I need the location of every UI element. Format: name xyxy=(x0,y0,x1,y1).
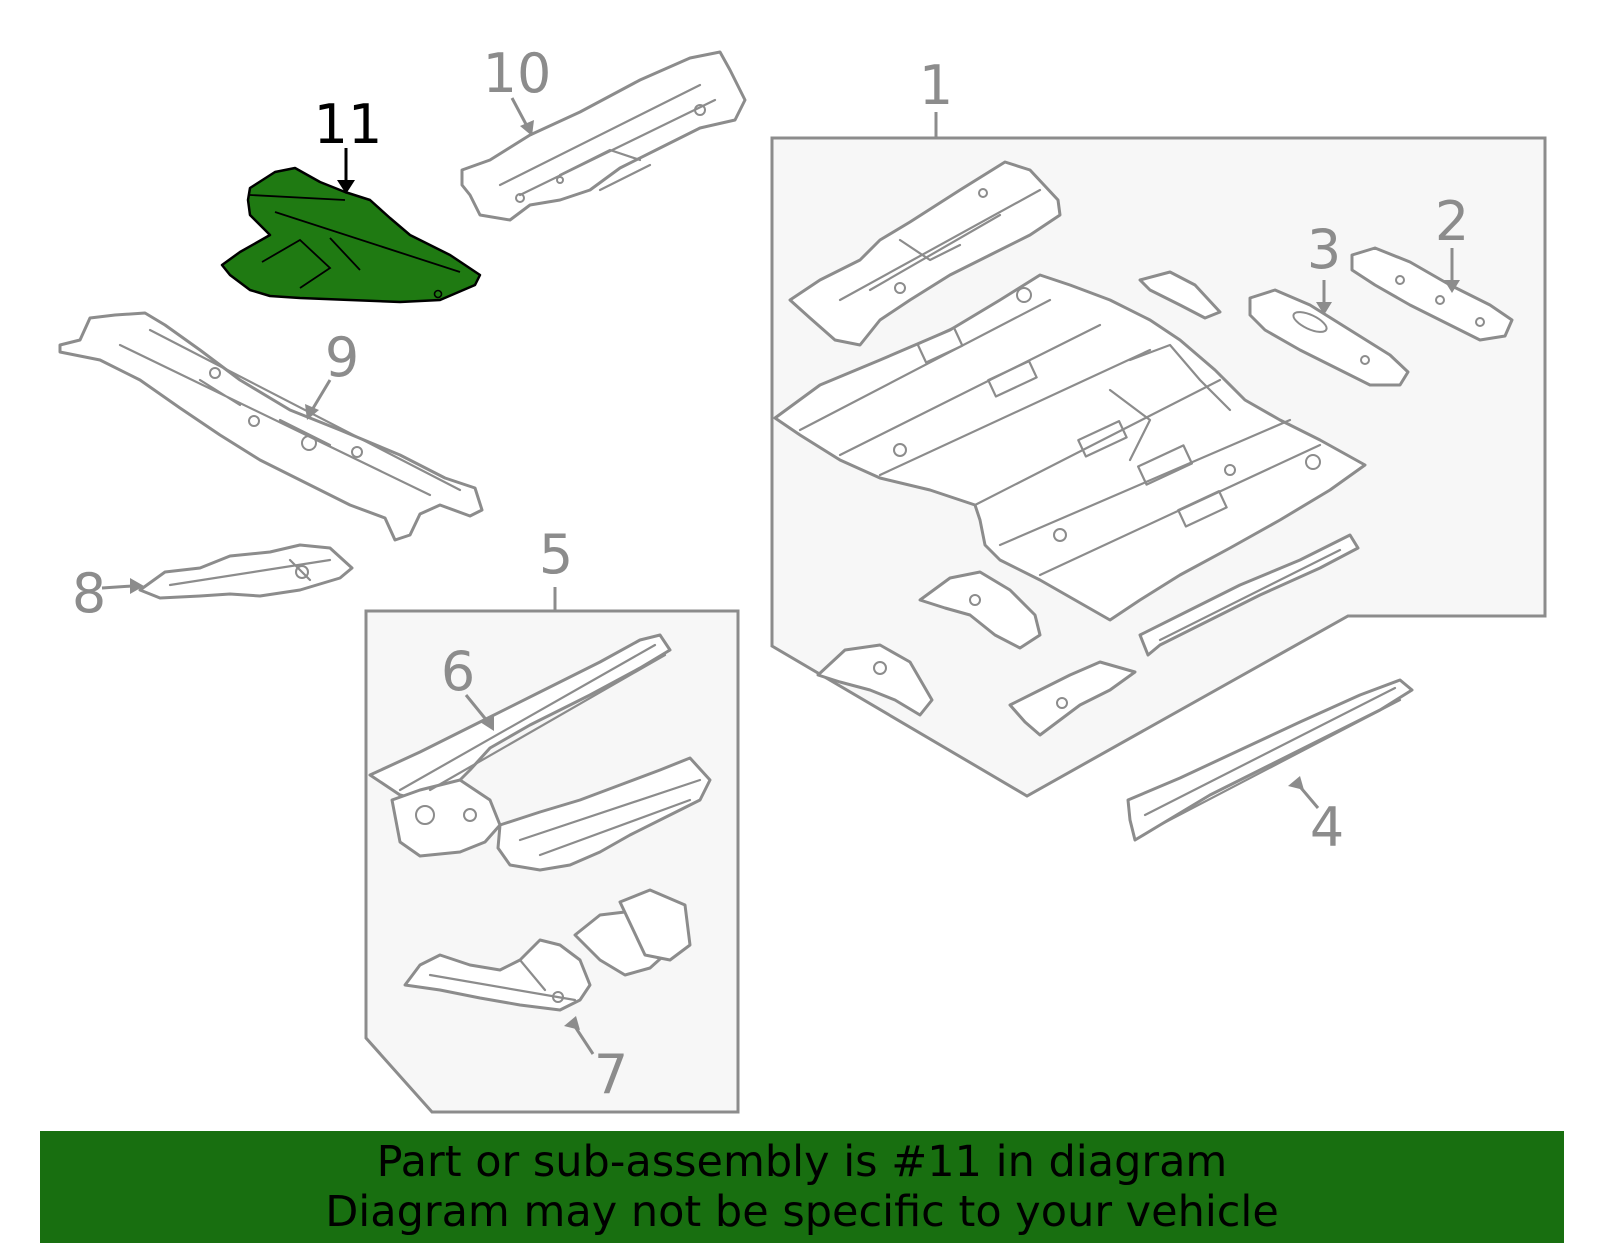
callout-labels: 11 10 1 2 3 9 8 5 6 4 7 xyxy=(72,42,1469,1106)
part-1-floor-pan-drawing[interactable] xyxy=(773,273,1367,622)
callout-9[interactable]: 9 xyxy=(325,326,359,389)
callout-4[interactable]: 4 xyxy=(1310,796,1344,859)
callout-7[interactable]: 7 xyxy=(594,1043,628,1106)
part-11-drawing[interactable] xyxy=(220,166,482,304)
callout-5[interactable]: 5 xyxy=(539,523,573,586)
callout-11[interactable]: 11 xyxy=(314,93,383,156)
banner-line-part-info: Part or sub-assembly is #11 in diagram xyxy=(376,1137,1228,1187)
part-8-drawing[interactable] xyxy=(138,543,354,600)
callout-8[interactable]: 8 xyxy=(72,562,106,625)
part-6-drawing[interactable] xyxy=(368,633,672,858)
banner-line-disclaimer: Diagram may not be specific to your vehi… xyxy=(325,1187,1279,1237)
part-1-rail-drawing[interactable] xyxy=(1138,533,1360,657)
part-5-rear-rail-drawing[interactable] xyxy=(496,756,712,872)
part-1-bracket-d-drawing[interactable] xyxy=(1008,660,1137,737)
part-10-drawing[interactable] xyxy=(460,50,747,222)
part-9-drawing[interactable] xyxy=(58,311,484,542)
part-2-drawing[interactable] xyxy=(1350,246,1514,342)
part-4-drawing[interactable] xyxy=(1126,678,1414,842)
part-1-dash-drawing[interactable] xyxy=(788,160,1062,347)
callout-3[interactable]: 3 xyxy=(1307,218,1341,281)
info-banner: Part or sub-assembly is #11 in diagram D… xyxy=(40,1131,1564,1243)
part-7-drawing[interactable] xyxy=(403,888,692,1012)
leader-lines xyxy=(101,97,1460,1055)
arrow-11-head xyxy=(337,180,355,194)
part-1-bracket-a-drawing[interactable] xyxy=(1138,270,1222,320)
callout-10[interactable]: 10 xyxy=(483,42,552,105)
part-3-drawing[interactable] xyxy=(1248,288,1410,387)
part-1-bracket-b-drawing[interactable] xyxy=(918,570,1042,650)
callout-6[interactable]: 6 xyxy=(441,640,475,703)
part-1-bracket-c-drawing[interactable] xyxy=(816,643,934,717)
callout-1[interactable]: 1 xyxy=(919,54,953,117)
callout-2[interactable]: 2 xyxy=(1435,190,1469,253)
